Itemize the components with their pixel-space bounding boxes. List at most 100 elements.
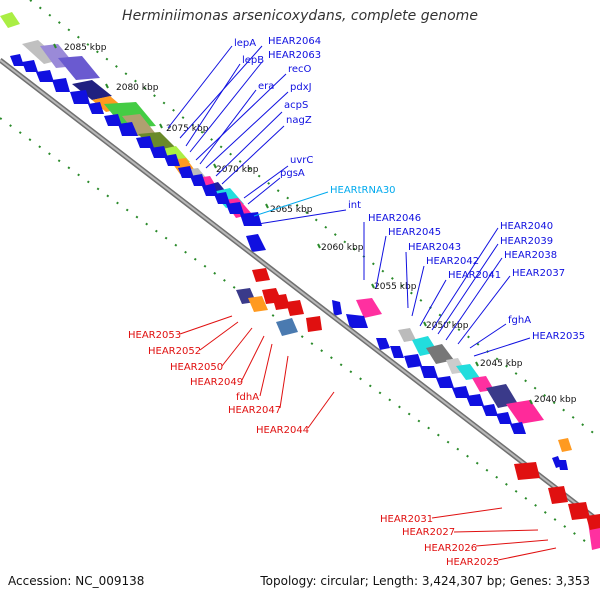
backbone: [0, 58, 600, 524]
tick-label: 2040 kbp: [534, 395, 577, 405]
tick-label: 2065 kbp: [270, 205, 313, 215]
tick-label: 2060 kbp: [321, 243, 364, 253]
gene-label: HEAR2031: [380, 514, 433, 525]
gene-arrow: [376, 338, 390, 350]
gene-label: HEAR2040: [500, 221, 553, 232]
tick-label: 2045 kbp: [480, 359, 523, 369]
gene-arrow: [150, 146, 168, 158]
gene-arrow: [568, 502, 590, 520]
gene-arrow: [202, 184, 218, 196]
map-title: Herminiimonas arsenicoxydans, complete g…: [122, 8, 478, 24]
gene-arrow: [118, 122, 138, 136]
gene-label: lepB: [242, 55, 264, 66]
gene-arrow: [586, 514, 600, 530]
scale-ticks: [53, 43, 533, 405]
feature-block: [426, 344, 454, 364]
outer-scale-dots: [29, 0, 600, 439]
tick-label: 2050 kbp: [426, 321, 469, 331]
gene-label: HEAR2049: [190, 377, 243, 388]
gene-arrow: [22, 60, 38, 72]
gene-label: HEAR2046: [368, 213, 421, 224]
feature-block: [58, 56, 100, 80]
gene-label: era: [258, 81, 274, 92]
minus-leader-lines: [179, 315, 557, 561]
gene-arrow: [482, 404, 498, 416]
gene-label: HEAR2037: [512, 268, 565, 279]
feature-block: [72, 80, 112, 100]
gene-arrow: [452, 386, 470, 398]
gene-label: pdxJ: [290, 82, 312, 93]
gene-label: HEAR2047: [228, 405, 281, 416]
feature-block: [0, 12, 20, 28]
gene-label: fghA: [508, 315, 531, 326]
gene-label: HEAR2041: [448, 270, 501, 281]
gene-arrow: [286, 300, 304, 316]
gene-arrow: [36, 70, 54, 82]
tick-label: 2075 kbp: [166, 124, 209, 134]
gene-arrow: [548, 486, 568, 504]
tick-label: 2080 kbp: [116, 83, 159, 93]
gene-label: pgsA: [280, 168, 305, 179]
inner-scale-dots: [0, 117, 600, 553]
gene-arrow: [52, 78, 70, 92]
gene-arrow: [104, 114, 122, 126]
gene-arrow: [420, 366, 438, 378]
gene-label: HEAR2045: [388, 227, 441, 238]
gene-label: HEAR2025: [446, 557, 499, 568]
gene-label: int: [348, 200, 361, 211]
gene-arrow: [496, 412, 512, 424]
accession-label: Accession: NC_009138: [8, 574, 145, 588]
gene-label: HEAR2043: [408, 242, 461, 253]
feature-block: [398, 328, 416, 342]
gene-arrow: [214, 192, 230, 204]
gene-arrow: [510, 422, 526, 434]
feature-block: [456, 364, 480, 380]
gene-arrow: [390, 346, 404, 358]
gene-label: HEAR2038: [504, 250, 557, 261]
gene-label: HEAR2044: [256, 425, 309, 436]
feature-block: [506, 400, 544, 424]
gene-arrow: [226, 202, 244, 214]
gene-label: acpS: [284, 100, 308, 111]
gene-label: lepA: [234, 38, 256, 49]
plus-strand-genes: [10, 54, 568, 470]
gene-label: HEAR2042: [426, 256, 479, 267]
gene-arrow: [404, 354, 422, 368]
gene-arrow: [332, 300, 342, 316]
gene-label: recO: [288, 64, 312, 75]
gene-arrow: [88, 102, 104, 114]
gene-arrow: [246, 234, 266, 252]
tick-label: 2085 kbp: [64, 43, 107, 53]
gene-arrow: [252, 268, 270, 282]
gene-arrow: [272, 294, 290, 310]
gene-arrow: [514, 462, 540, 480]
gene-label: HEAR2050: [170, 362, 223, 373]
trna-leader-line: [253, 191, 329, 217]
gene-label: fdhA: [236, 392, 259, 403]
gene-label-trna: HEARtRNA30: [330, 185, 396, 196]
feature-block: [276, 318, 298, 336]
feature-block: [486, 384, 518, 408]
feature-block: [248, 296, 268, 312]
minus-strand-genes: [252, 268, 600, 530]
plus-leader-lines: [167, 45, 531, 357]
gene-arrow: [136, 136, 154, 148]
gene-arrow: [346, 314, 368, 328]
gene-label: nagZ: [286, 115, 312, 126]
gene-arrow: [466, 394, 484, 406]
gene-label: HEAR2064: [268, 36, 321, 47]
gene-label: HEAR2063: [268, 50, 321, 61]
feature-block: [122, 114, 156, 136]
feature-block: [558, 438, 572, 452]
gene-label: HEAR2053: [128, 330, 181, 341]
minus-gene-labels: HEAR2053 HEAR2052 HEAR2050 HEAR2049 fdhA…: [128, 330, 499, 568]
gene-label: HEAR2052: [148, 346, 201, 357]
gene-arrow: [10, 54, 24, 66]
gene-label: HEAR2035: [532, 331, 585, 342]
gene-arrow: [190, 174, 206, 186]
tick-label: 2055 kbp: [374, 282, 417, 292]
gene-label: HEAR2027: [402, 527, 455, 538]
feature-block: [356, 298, 382, 318]
